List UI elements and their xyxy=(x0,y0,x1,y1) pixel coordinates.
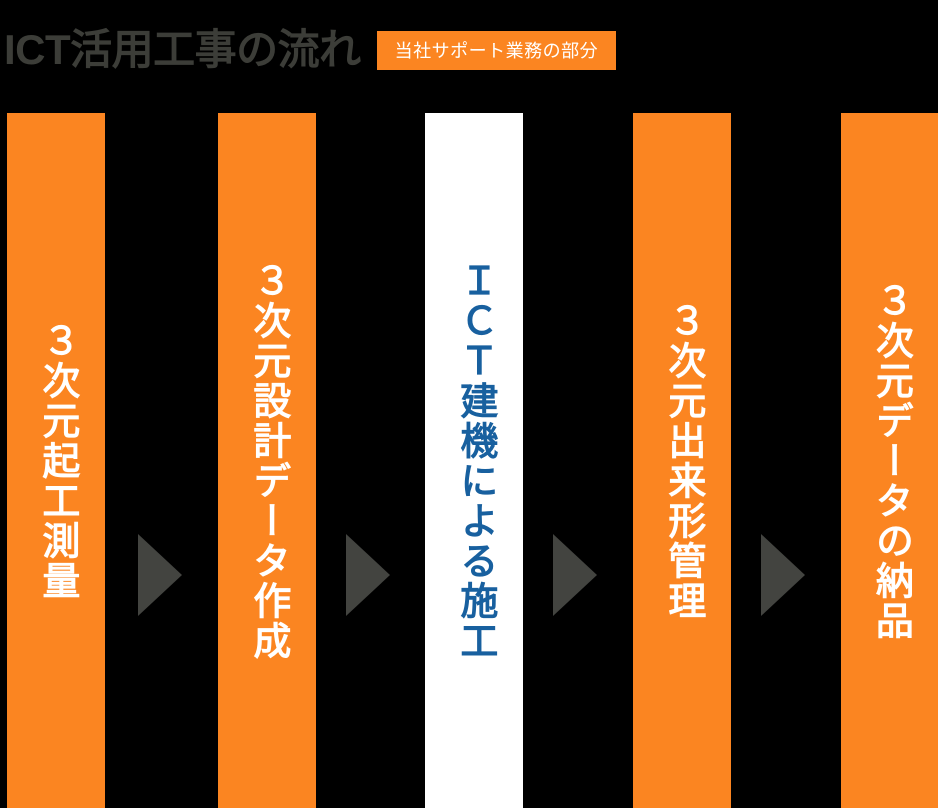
flow-step-3[interactable]: ＩＣＴ建機による施工 xyxy=(425,113,523,808)
flow-step-1-label: ３次元起工測量 xyxy=(35,320,78,601)
flow-step-3-label: ＩＣＴ建機による施工 xyxy=(453,260,496,661)
flow-step-2[interactable]: ３次元設計データ作成 xyxy=(218,113,316,808)
flow-step-4[interactable]: ３次元出来形管理 xyxy=(633,113,731,808)
page-title: ICT活用工事の流れ xyxy=(4,26,361,73)
process-flow-diagram: ３次元起工測量 ３次元設計データ作成 ＩＣＴ建機による施工 ３次元出来形管理 xyxy=(0,113,938,808)
flow-arrow-3-icon xyxy=(553,534,597,616)
flow-step-1[interactable]: ３次元起工測量 xyxy=(7,113,105,808)
flow-arrow-2-icon xyxy=(346,534,390,616)
flow-arrow-4-icon xyxy=(761,534,805,616)
flow-step-4-label: ３次元出来形管理 xyxy=(661,300,704,621)
flow-step-5[interactable]: ３次元データの納品 xyxy=(841,113,938,808)
flow-step-2-label: ３次元設計データ作成 xyxy=(246,260,289,661)
header: ICT活用工事の流れ 当社サポート業務の部分 xyxy=(0,0,938,100)
flow-step-5-label: ３次元データの納品 xyxy=(869,280,912,641)
flow-arrow-1-icon xyxy=(138,534,182,616)
support-scope-badge: 当社サポート業務の部分 xyxy=(376,30,617,70)
